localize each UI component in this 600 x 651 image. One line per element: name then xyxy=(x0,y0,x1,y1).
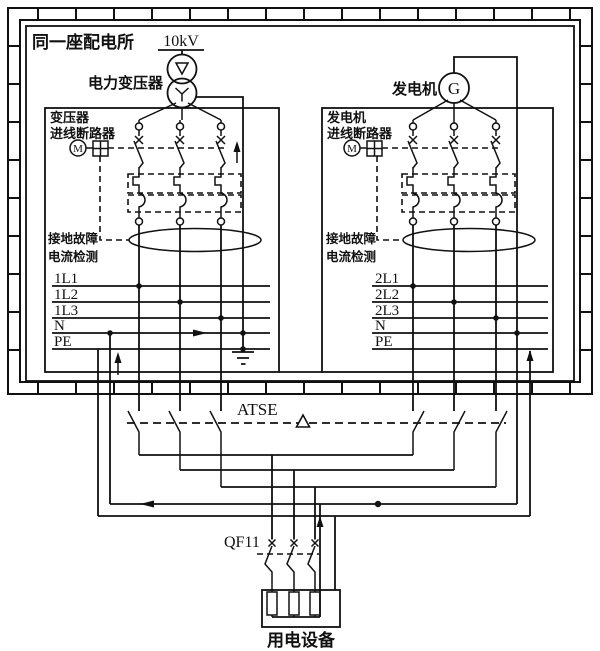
bus-lines-left xyxy=(52,285,270,350)
bus-label-2L3: 2L3 xyxy=(375,303,399,319)
generator-neutral-conductor xyxy=(453,56,518,504)
bus-label-N-left: N xyxy=(54,318,65,334)
bus-label-PE-right: PE xyxy=(375,334,393,350)
wall-ticks-top xyxy=(37,8,571,20)
release-unit-box xyxy=(401,194,516,213)
n-pe-risers-left xyxy=(97,333,111,516)
current-direction-arrow-right xyxy=(193,329,207,337)
power-transformer: 10kV 电力变压器 xyxy=(88,33,244,352)
qf11-pole xyxy=(264,538,278,618)
breaker-pole xyxy=(447,119,461,226)
atse-switch: ATSE xyxy=(127,400,508,488)
release-unit-box xyxy=(401,173,516,194)
wall-ticks-right xyxy=(580,45,592,351)
bus-lines-right xyxy=(372,285,548,350)
bus-label-N-right: N xyxy=(375,318,386,334)
qf11-pole xyxy=(307,538,321,618)
bus-section-right: 2L1 2L2 2L3 N PE xyxy=(372,271,548,516)
room-outline xyxy=(25,25,575,382)
bus-label-2L2: 2L2 xyxy=(375,287,399,303)
generator-fan-lines xyxy=(412,99,497,121)
hv-voltage-label: 10kV xyxy=(163,33,199,50)
load-box xyxy=(261,589,341,628)
breaker-pole xyxy=(214,119,228,226)
transformer-breaker-label-1: 变压器 xyxy=(50,110,90,125)
fault-current-arrow-up-load xyxy=(316,516,324,527)
bus-label-1L2: 1L2 xyxy=(54,287,78,303)
atse-label: ATSE xyxy=(237,400,278,419)
transformer-label: 电力变压器 xyxy=(88,74,164,92)
feeder-drops xyxy=(271,455,316,540)
wall-ticks-left xyxy=(8,45,20,351)
transformer-fan-lines xyxy=(138,102,222,121)
breaker-pole xyxy=(489,119,503,226)
transformer-primary-winding xyxy=(166,53,198,85)
qf11-label: QF11 xyxy=(224,534,260,551)
atse-pole xyxy=(495,410,508,487)
ground-fault-ct-left xyxy=(128,227,262,253)
generator-incoming-breaker: 发电机 进线断路器 M 接地故障 电流检测 xyxy=(326,110,536,411)
breaker-pole xyxy=(132,119,146,226)
atse-pole xyxy=(412,410,425,455)
ground-fault-label-1: 接地故障 xyxy=(326,231,377,246)
bus-label-1L3: 1L3 xyxy=(54,303,78,319)
delta-winding-icon xyxy=(174,62,190,76)
atse-pole xyxy=(168,410,181,470)
ct-signal-dashed xyxy=(376,156,403,241)
bus-label-1L1: 1L1 xyxy=(54,271,78,287)
ground-fault-label-2: 电流检测 xyxy=(48,249,98,264)
building-wall xyxy=(7,7,593,395)
generator-breaker-label-2: 进线断路器 xyxy=(327,126,393,141)
substation-label: 同一座配电所 xyxy=(32,32,134,52)
load-feeder: QF11 用电设备 xyxy=(224,455,341,650)
load-label: 用电设备 xyxy=(267,630,336,650)
motor-letter-left: M xyxy=(73,143,83,155)
transformer-incoming-breaker: 变压器 进线断路器 M 接地故障 电流检测 xyxy=(48,110,262,411)
neutral-pe-routing xyxy=(97,333,530,517)
atse-pole xyxy=(127,410,140,455)
earth-symbol xyxy=(232,351,254,365)
fault-current-arrow-up-left xyxy=(114,352,122,375)
generator-panel-box xyxy=(321,107,554,373)
generator-label: 发电机 xyxy=(391,80,437,98)
ground-fault-label-2: 电流检测 xyxy=(326,249,376,264)
generator: G 发电机 xyxy=(391,56,518,504)
release-unit-box xyxy=(127,173,242,194)
ct-signal-dashed xyxy=(99,156,129,241)
motor-letter-right: M xyxy=(347,143,357,155)
transformer-neutral-conductor xyxy=(196,96,244,352)
breaker-pole xyxy=(406,119,420,226)
wye-winding-icon xyxy=(174,87,190,102)
atse-pole xyxy=(209,410,222,487)
ground-fault-label-1: 接地故障 xyxy=(48,231,99,246)
transformer-breaker-label-2: 进线断路器 xyxy=(50,126,116,141)
qf11-pole xyxy=(286,538,300,618)
bus-section-left: 1L1 1L2 1L3 N PE xyxy=(52,141,270,365)
transformer-panel-box xyxy=(44,107,280,373)
atse-actuator-icon xyxy=(295,413,311,428)
load-n-pe-drops xyxy=(319,504,336,617)
bus-label-2L1: 2L1 xyxy=(375,271,399,287)
fault-current-arrow-up-neutral xyxy=(233,141,241,163)
atse-pole xyxy=(453,410,466,470)
bus-label-PE-left: PE xyxy=(54,334,72,350)
atse-output-ties xyxy=(139,454,496,488)
generator-breaker-label-1: 发电机 xyxy=(326,110,366,125)
breaker-pole xyxy=(173,119,187,226)
current-direction-arrow-left xyxy=(140,500,154,508)
generator-letter: G xyxy=(448,79,460,98)
release-unit-box xyxy=(127,194,242,213)
junction-dot xyxy=(374,500,382,508)
wall-ticks-bottom xyxy=(37,382,571,394)
ground-fault-ct-right xyxy=(402,227,536,253)
